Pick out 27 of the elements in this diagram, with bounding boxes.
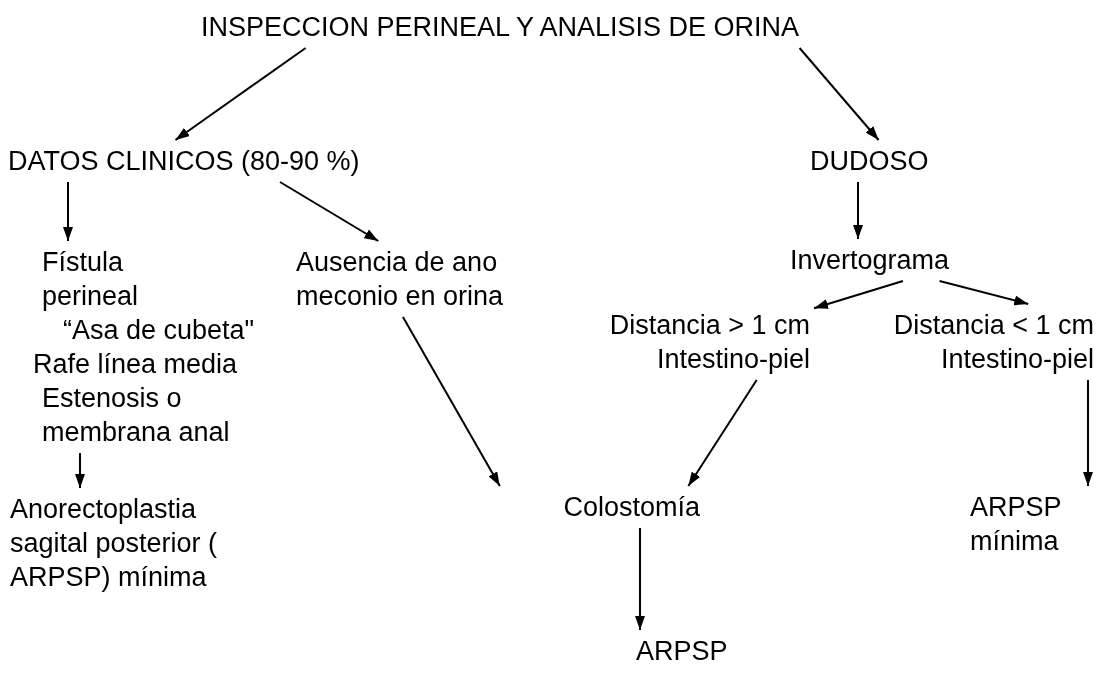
flow-text: Ausencia de ano meconio en orina	[292, 241, 532, 317]
flow-text: DUDOSO	[806, 140, 933, 182]
flow-text: Fístula perineal	[42, 246, 140, 313]
flow-text: Colostomía	[480, 486, 704, 528]
arrow	[174, 47, 307, 141]
arrow	[401, 316, 501, 487]
arrow	[687, 379, 758, 487]
flow-text: Distancia > 1 cm Intestino-piel	[582, 304, 814, 380]
flow-text: Estenosis o membrana anal	[42, 382, 231, 449]
arrow	[75, 452, 85, 489]
arrow	[853, 181, 863, 240]
arrow	[1083, 379, 1093, 487]
flow-text: Anorectoplastia sagital posterior ( ARPSP) mínima	[6, 488, 251, 598]
arrow	[813, 280, 904, 310]
arrow	[279, 181, 380, 242]
arrow	[63, 181, 73, 242]
flow-text: Invertograma	[786, 239, 954, 281]
flow-text: ARPSP	[632, 630, 732, 672]
flow-text: DATOS CLINICOS (80-90 %)	[4, 140, 364, 182]
flow-text: Distancia < 1 cm Intestino-piel	[866, 304, 1098, 380]
flow-text: “Asa de cubeta"	[63, 314, 256, 347]
flow-text: ARPSP mínima	[966, 486, 1098, 562]
arrow	[798, 47, 880, 141]
arrow	[635, 527, 645, 631]
flow-text: INSPECCION PERINEAL Y ANALISIS DE ORINA	[150, 6, 850, 48]
flow-text: Rafe línea media	[33, 348, 239, 381]
arrow	[938, 280, 1030, 306]
